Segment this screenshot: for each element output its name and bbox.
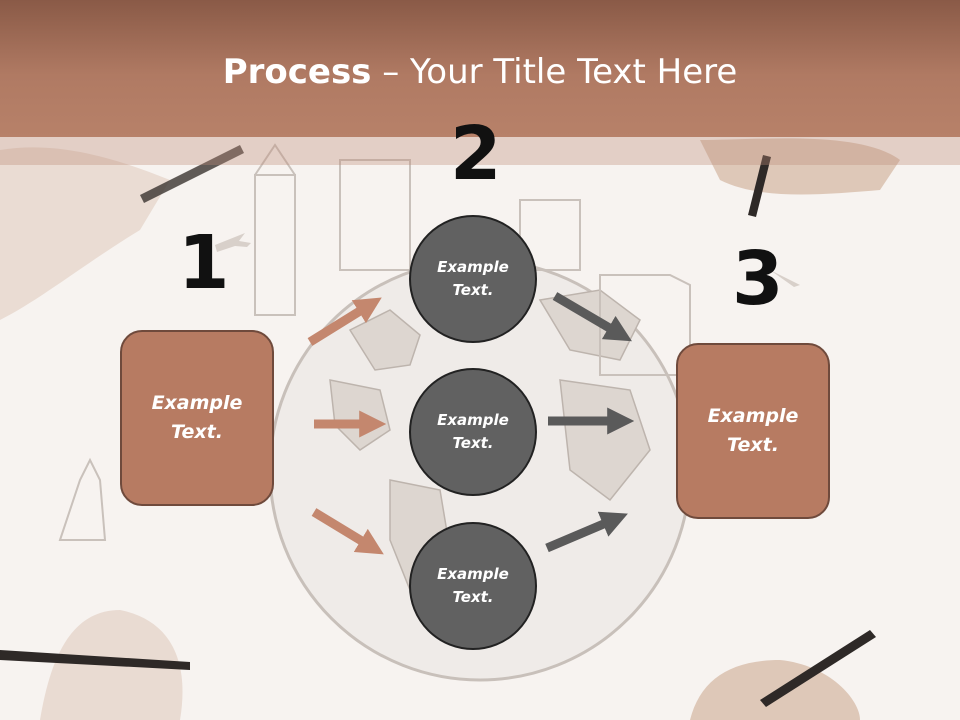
slide-title: Process – Your Title Text Here (0, 52, 960, 92)
circle-top-line2: Text. (452, 281, 494, 299)
airplane-sketch (215, 233, 251, 252)
building-sketch (599, 274, 691, 376)
title-bold-part: Process (222, 52, 372, 92)
pen-top-right (748, 155, 771, 217)
statue-sketch (58, 457, 107, 541)
circle-bottom-line1: Example (437, 565, 509, 583)
circle-middle-line1: Example (437, 411, 509, 429)
step-number-3: 3 (732, 236, 784, 322)
step-1-box-line1: Example (151, 392, 243, 414)
pen-bottom-right (760, 630, 876, 707)
arrow-right-down (552, 292, 632, 342)
pen-bottom-left (0, 650, 190, 670)
step-3-box-line2: Text. (727, 434, 779, 456)
pen-top-left (140, 145, 244, 203)
hand-bottom-right (690, 660, 860, 720)
step-number-2: 2 (450, 111, 502, 197)
hand-top-left (0, 147, 170, 320)
circle-bottom-line2: Text. (452, 588, 494, 606)
step-1-box-line2: Text. (171, 421, 223, 443)
step-number-1: 1 (178, 220, 230, 306)
hand-top-right (700, 138, 900, 195)
cathedral-sketch (339, 159, 411, 271)
title-rest-part: – Your Title Text Here (371, 52, 738, 92)
arrow-left-up (307, 297, 382, 346)
title-strip (0, 137, 960, 165)
arrow-left-down (311, 508, 384, 555)
arrow-right-up (545, 511, 628, 553)
step-3-box-line1: Example (707, 405, 799, 427)
circle-top-line1: Example (437, 258, 509, 276)
circle-middle-line2: Text. (452, 434, 494, 452)
big-ben-sketch (254, 174, 296, 316)
title-bar (0, 0, 960, 137)
